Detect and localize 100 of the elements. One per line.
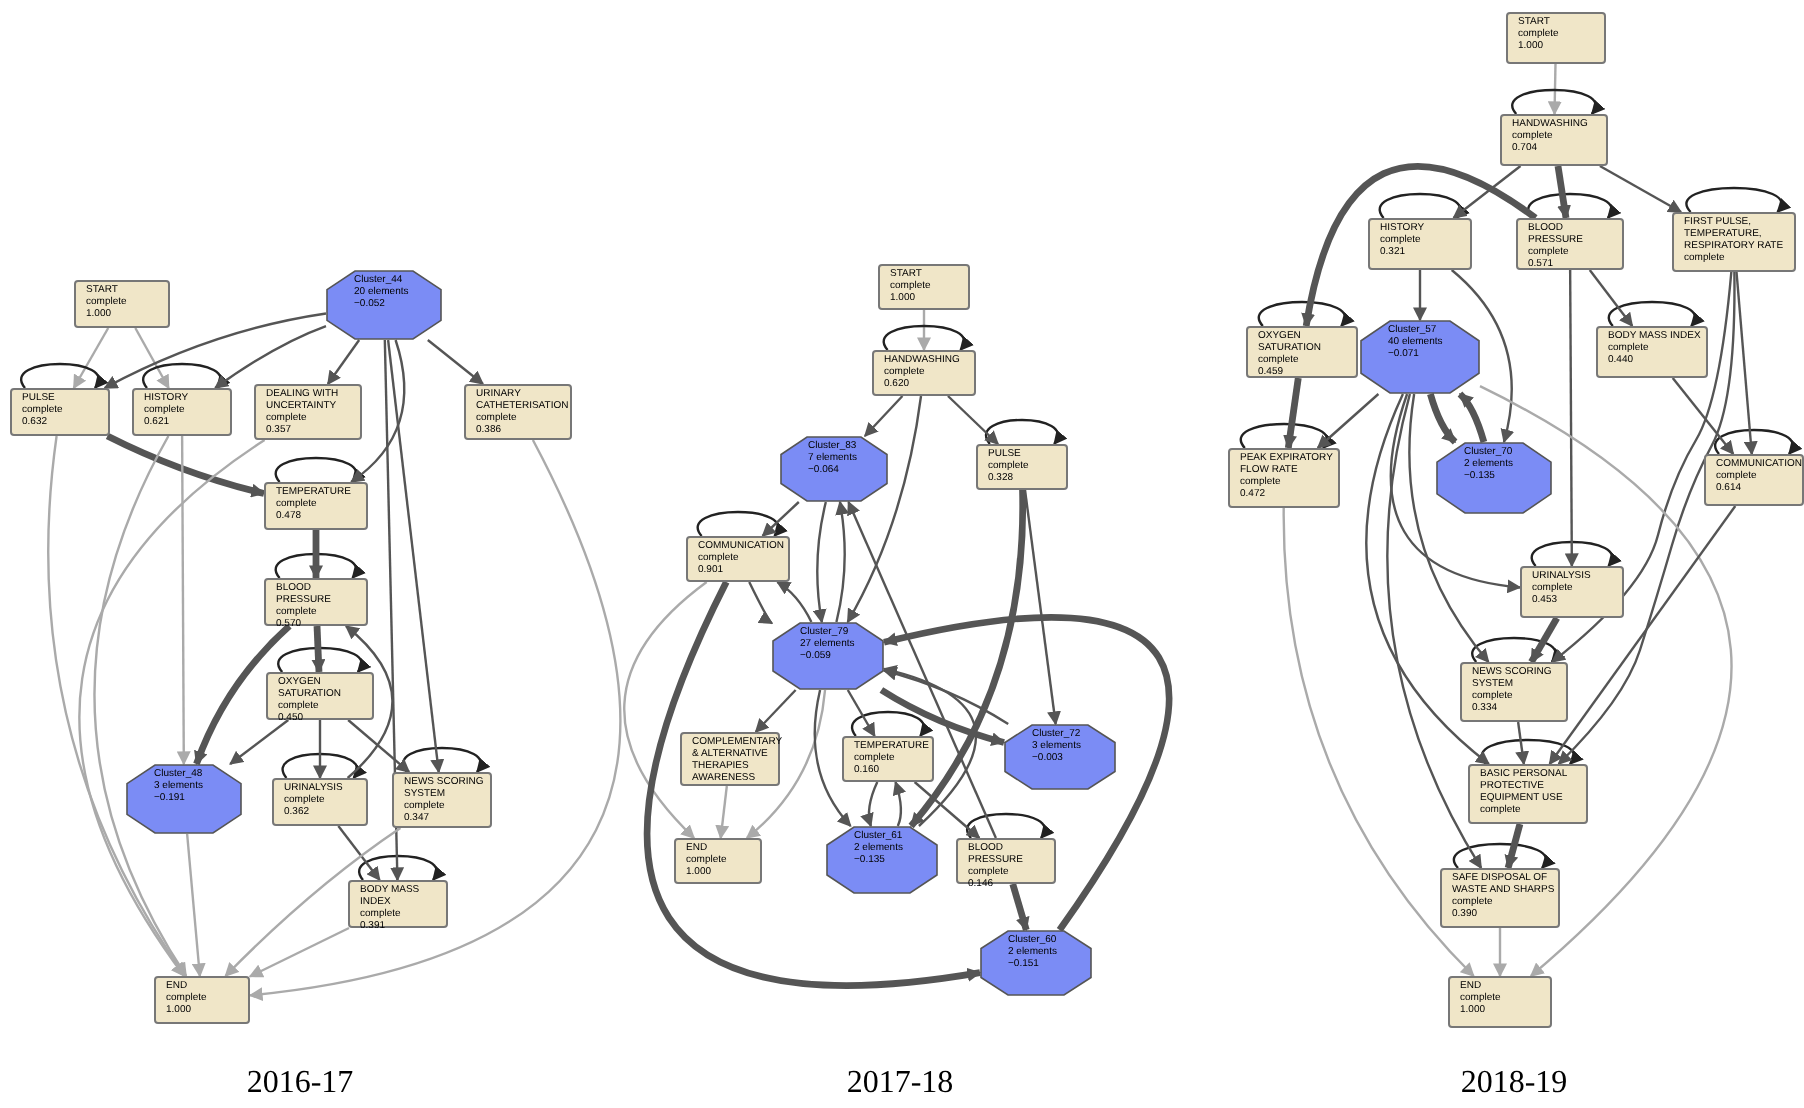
arrow bbox=[185, 833, 206, 978]
arrow bbox=[311, 625, 326, 674]
arrow bbox=[1457, 391, 1488, 443]
cluster-octagon bbox=[772, 622, 884, 690]
self-loop-arrow bbox=[696, 510, 787, 538]
cluster-octagon bbox=[326, 270, 442, 340]
activity-box bbox=[1368, 218, 1472, 270]
arrow bbox=[812, 501, 827, 624]
self-loop-arrow bbox=[1714, 428, 1801, 456]
activity-box bbox=[464, 384, 572, 440]
arrow bbox=[1408, 393, 1490, 664]
arrow bbox=[1452, 165, 1522, 219]
self-loop-arrow bbox=[1239, 422, 1336, 450]
activity-box bbox=[1596, 326, 1708, 378]
arrow bbox=[892, 780, 906, 827]
arrow bbox=[313, 720, 327, 780]
arrow bbox=[1504, 823, 1524, 870]
cluster-octagon bbox=[1436, 442, 1552, 514]
arrow bbox=[847, 500, 997, 839]
arrow bbox=[846, 395, 923, 624]
arrow bbox=[427, 339, 485, 385]
self-loop-arrow bbox=[1480, 738, 1583, 766]
self-loop-arrow bbox=[20, 362, 107, 390]
arrow bbox=[1564, 270, 1579, 568]
arrow bbox=[1493, 928, 1507, 978]
arrow bbox=[748, 581, 774, 625]
arrow bbox=[776, 581, 813, 623]
arrow bbox=[643, 580, 982, 989]
year-caption: 2018-19 bbox=[1460, 1064, 1568, 1104]
arrow bbox=[813, 689, 852, 828]
arrow bbox=[1009, 883, 1030, 932]
arrow bbox=[326, 339, 361, 386]
arrow bbox=[347, 719, 411, 773]
arrow bbox=[344, 625, 394, 779]
arrow bbox=[72, 327, 110, 390]
arrow bbox=[745, 689, 827, 839]
activity-box bbox=[686, 536, 790, 582]
self-loop-arrow bbox=[277, 646, 370, 674]
arrow bbox=[105, 432, 266, 498]
arrow bbox=[248, 926, 350, 978]
activity-box bbox=[264, 482, 368, 530]
arrow bbox=[1450, 269, 1514, 444]
self-loop-arrow bbox=[1527, 192, 1620, 220]
arrow bbox=[715, 785, 730, 840]
activity-box bbox=[1246, 326, 1358, 378]
self-loop-arrow bbox=[358, 854, 445, 882]
self-loop-arrow bbox=[1452, 842, 1555, 870]
arrow bbox=[309, 530, 323, 580]
arrow bbox=[337, 825, 381, 882]
cluster-octagon bbox=[826, 826, 938, 894]
activity-box bbox=[74, 280, 170, 328]
activity-box bbox=[254, 384, 362, 440]
arrow bbox=[1386, 393, 1483, 870]
activity-box bbox=[1704, 454, 1804, 506]
arrow bbox=[1515, 721, 1530, 766]
arrow bbox=[1599, 164, 1683, 214]
activity-box bbox=[1448, 976, 1552, 1028]
arrow bbox=[386, 339, 445, 774]
arrow bbox=[1365, 393, 1490, 765]
arrow bbox=[835, 500, 849, 623]
arrow bbox=[908, 490, 1026, 829]
self-loop-arrow bbox=[851, 710, 933, 738]
activity-box bbox=[1672, 212, 1796, 272]
arrow bbox=[864, 395, 904, 437]
arrow bbox=[1671, 377, 1735, 456]
arrow bbox=[103, 312, 327, 390]
arrow bbox=[1301, 163, 1538, 328]
self-loop-arrow bbox=[1378, 192, 1469, 220]
activity-box bbox=[976, 444, 1068, 490]
arrow bbox=[1389, 393, 1522, 593]
arrow bbox=[1588, 269, 1634, 328]
arrow bbox=[1554, 165, 1571, 220]
arrow bbox=[1557, 272, 1736, 765]
arrow bbox=[1548, 505, 1737, 766]
activity-box bbox=[674, 838, 762, 884]
self-loop-arrow bbox=[1257, 300, 1354, 328]
activity-box bbox=[272, 778, 368, 826]
arrow bbox=[882, 667, 1009, 726]
arrow bbox=[224, 827, 402, 977]
arrow bbox=[383, 339, 405, 882]
activity-box bbox=[1506, 12, 1606, 64]
arrow bbox=[917, 310, 931, 352]
cluster-octagon bbox=[126, 764, 242, 834]
arrow bbox=[1023, 489, 1061, 726]
self-loop-arrow bbox=[1607, 300, 1704, 328]
self-loop-arrow bbox=[142, 362, 229, 390]
arrow bbox=[193, 623, 292, 766]
activity-box bbox=[154, 976, 250, 1024]
year-caption: 2016-17 bbox=[246, 1064, 354, 1104]
arrow bbox=[913, 781, 981, 839]
activity-box bbox=[392, 772, 492, 828]
self-loop-arrow bbox=[281, 752, 366, 780]
self-loop-arrow bbox=[274, 456, 365, 484]
arrow bbox=[350, 339, 406, 483]
cluster-octagon bbox=[1004, 724, 1116, 790]
activity-box bbox=[10, 388, 110, 436]
activity-box bbox=[1500, 114, 1608, 166]
arrow bbox=[1735, 271, 1758, 456]
arrow bbox=[879, 687, 1006, 746]
activity-box bbox=[872, 350, 976, 396]
